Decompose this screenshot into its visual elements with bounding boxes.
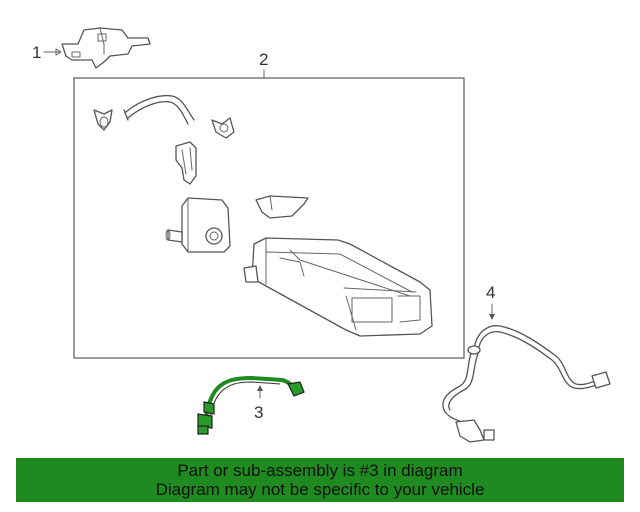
hose-clamp-left: [93, 109, 113, 131]
part-1-bracket[interactable]: [43, 27, 151, 69]
callout-1: 1: [32, 43, 41, 62]
vacuum-valve: [165, 197, 231, 253]
banner-line-1: Part or sub-assembly is #3 in diagram: [177, 461, 463, 480]
part-4-sensor-wire[interactable]: [442, 325, 611, 443]
part-3-sensor-wire[interactable]: [197, 375, 305, 435]
callout-4: 4: [486, 283, 495, 302]
callout-2: 2: [259, 50, 268, 69]
connector-bracket: [175, 141, 197, 185]
info-banner: Part or sub-assembly is #3 in diagram Di…: [16, 458, 624, 502]
charcoal-canister: [243, 237, 433, 337]
banner-line-2: Diagram may not be specific to your vehi…: [155, 480, 485, 499]
part-2-assembly-box[interactable]: [73, 77, 465, 359]
vacuum-hose: [123, 94, 195, 125]
hose-clamp-right: [211, 117, 235, 139]
callout-3: 3: [254, 403, 263, 422]
canister-bracket: [255, 195, 309, 219]
